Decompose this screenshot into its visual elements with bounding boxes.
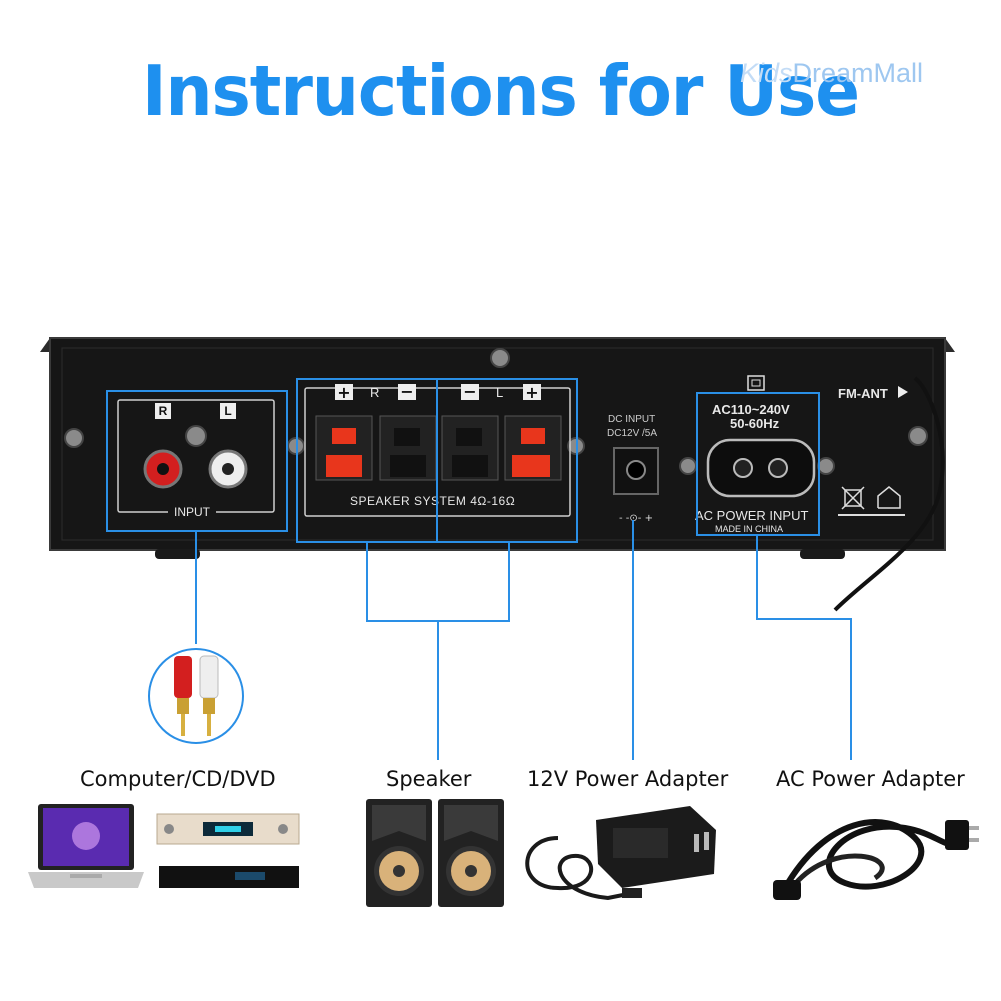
input-l-label: L (220, 403, 236, 419)
screw (490, 348, 510, 368)
svg-text:+: + (525, 383, 538, 402)
ac-connector-line (850, 618, 852, 760)
computer-caption: Computer/CD/DVD (80, 767, 276, 791)
input-connector-line (195, 532, 197, 644)
page-title: Instructions for Use (141, 51, 860, 132)
speaker-caption: Speaker (386, 767, 472, 791)
speaker-connector-line (508, 543, 510, 621)
ac-frequency-label: 50-60Hz (730, 416, 780, 431)
watermark-brand: DreamMall (792, 58, 924, 88)
svg-text:−: − (463, 382, 476, 401)
input-label: INPUT (168, 505, 216, 519)
watermark-kids: Kids (740, 58, 793, 88)
screw (908, 426, 928, 446)
rca-cable-icon (148, 648, 244, 744)
dc-input-label: DC INPUT (608, 414, 656, 425)
svg-text:+: + (337, 383, 350, 402)
ac-adapter-caption: AC Power Adapter (776, 767, 965, 791)
ac-connector-line (756, 536, 758, 620)
dvd-player-icon (156, 813, 300, 888)
screw (64, 428, 84, 448)
ac-input-highlight (696, 392, 820, 536)
dc-connector-line (632, 520, 634, 760)
screw (817, 457, 835, 475)
svg-text:−: − (400, 382, 413, 401)
made-in-label: MADE IN CHINA (715, 524, 784, 534)
ac-voltage-label: AC110~240V (712, 402, 790, 417)
dc-adapter-caption: 12V Power Adapter (527, 767, 729, 791)
speaker-connector-line (366, 543, 368, 621)
speaker-terminals (315, 415, 562, 481)
screw (679, 457, 697, 475)
svg-text:- -⊙- +: - -⊙- + (619, 513, 653, 524)
speaker-system-label: SPEAKER SYSTEM 4Ω-16Ω (350, 494, 516, 508)
house-icon (877, 486, 901, 509)
dc-rating-label: DC12V /5A (607, 428, 658, 439)
ac-power-cord-icon (773, 819, 979, 900)
speaker-right-highlight (296, 378, 438, 543)
fm-ant-label: FM-ANT (838, 386, 888, 401)
speaker-l-label: L (496, 385, 504, 400)
speaker-pair-icon (366, 799, 504, 907)
speaker-connector-line (437, 620, 439, 760)
ac-connector-line (756, 618, 852, 620)
speaker-left-highlight (436, 378, 578, 543)
watermark: KidsDreamMall (740, 58, 923, 89)
ac-socket (706, 438, 816, 498)
speaker-r-label: R (370, 385, 380, 400)
power-adapter-icon (525, 806, 716, 901)
laptop-icon (28, 804, 144, 888)
weee-bin-icon (844, 489, 862, 507)
ac-power-input-label: AC POWER INPUT (695, 508, 809, 523)
input-highlight (106, 390, 288, 532)
input-r-label: R (155, 403, 171, 419)
screw (185, 425, 207, 447)
